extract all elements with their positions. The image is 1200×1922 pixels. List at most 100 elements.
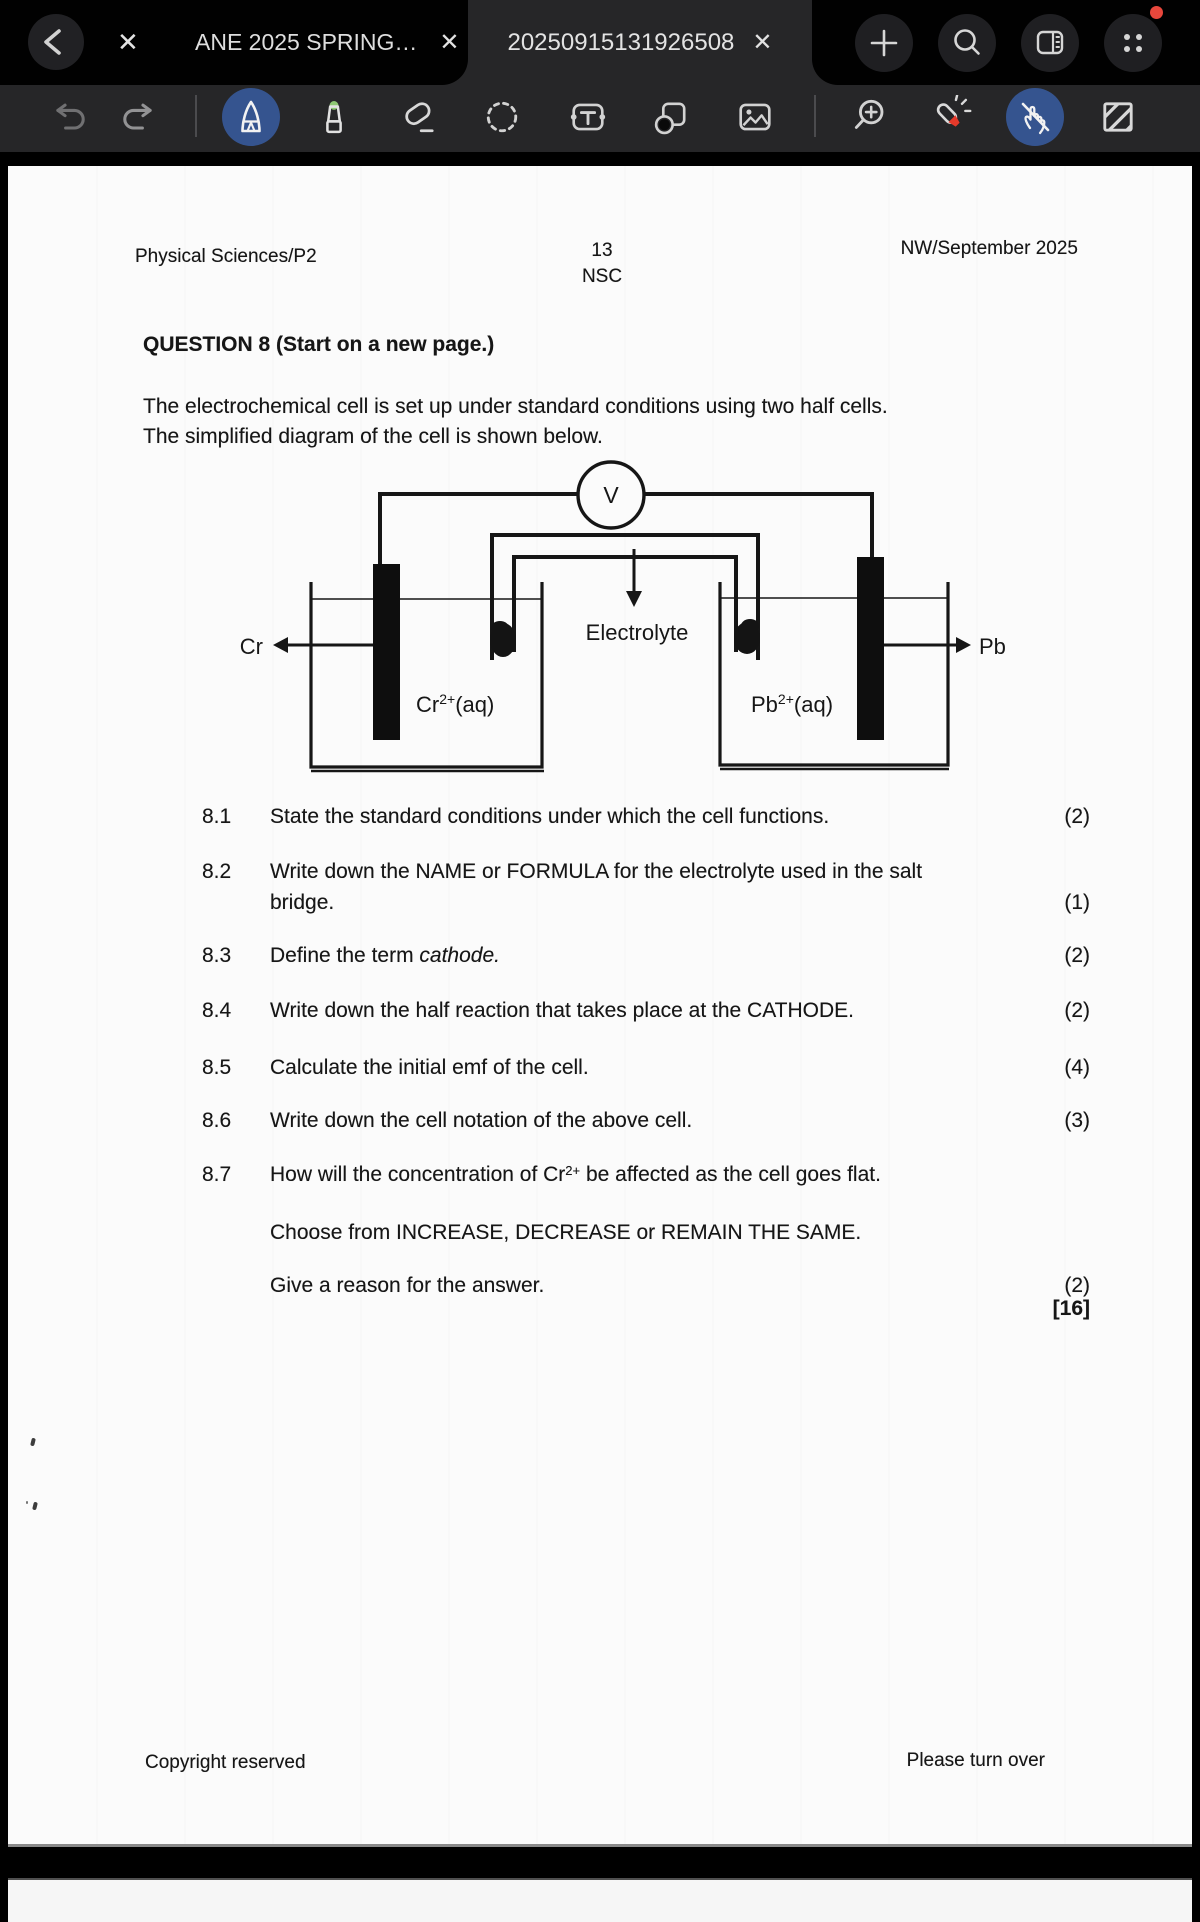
marks: (2) (1064, 805, 1090, 828)
question-text: Define the term cathode. (270, 944, 500, 967)
right-beaker (718, 582, 950, 767)
toolbar-divider (814, 95, 816, 137)
ink-speck (26, 1501, 28, 1504)
question-text: Choose from INCREASE, DECREASE or REMAIN… (270, 1221, 862, 1244)
laser-pointer-tool[interactable] (926, 92, 976, 142)
salt-bridge-outer (490, 533, 760, 660)
total-marks: [16] (1052, 1297, 1090, 1320)
tab-close-icon[interactable]: ✕ (439, 28, 460, 56)
shapes-tool[interactable] (646, 92, 696, 142)
next-page-edge (8, 1878, 1192, 1922)
marks: (2) (1064, 1274, 1090, 1297)
marks: (2) (1064, 944, 1090, 967)
pb-label: Pb (979, 634, 1006, 659)
footer-right: Please turn over (906, 1750, 1045, 1771)
electrochemical-cell-diagram: V Electrolyte Cr Pb Cr2+(aq) Pb2+(aq) (240, 460, 1006, 773)
reader-view-button[interactable] (1021, 14, 1079, 72)
hatch-pattern-icon (1103, 102, 1133, 132)
plus-icon (870, 29, 898, 57)
question-number: 8.3 (202, 944, 232, 967)
question-number: 8.6 (202, 1109, 232, 1132)
notification-badge (1150, 6, 1163, 19)
palm-rejection-tool-selected[interactable] (1006, 88, 1064, 146)
reader-view-icon (1036, 30, 1064, 55)
electrolyte-arrowhead (626, 591, 642, 607)
pb-arrowhead (956, 637, 971, 653)
eraser-tool[interactable] (394, 92, 444, 142)
superscript: 2+ (565, 1163, 581, 1178)
add-tab-button[interactable] (855, 14, 913, 72)
search-icon (954, 29, 980, 55)
question-text: Write down the NAME or FORMULA for the e… (270, 860, 923, 883)
tab-active[interactable]: 20250915131926508 ✕ (468, 0, 812, 85)
search-button[interactable] (938, 14, 996, 72)
insert-image-tool[interactable] (730, 92, 780, 142)
voltmeter (576, 460, 646, 530)
electrolyte-label: Electrolyte (586, 620, 689, 645)
left-beaker (309, 582, 544, 769)
cr-ion-label: Cr2+(aq) (416, 691, 494, 717)
document-page[interactable] (8, 166, 1192, 1847)
app-grid-button[interactable] (1104, 14, 1162, 72)
toolbar-divider (195, 95, 197, 137)
italic-term: cathode. (419, 944, 500, 967)
undo-icon (56, 103, 85, 130)
redo-button[interactable] (113, 92, 163, 142)
cr-label: Cr (240, 634, 263, 659)
question-number: 8.4 (202, 999, 232, 1022)
footer-left: Copyright reserved (145, 1752, 306, 1773)
fountain-pen-icon (241, 100, 261, 133)
undo-button[interactable] (45, 92, 95, 142)
text-tool[interactable] (563, 92, 613, 142)
question-number: 8.7 (202, 1163, 232, 1186)
cotton-plugs (490, 619, 760, 657)
shapes-icon (654, 102, 686, 135)
question-text: How will the concentration of Cr2+ be af… (270, 1163, 881, 1186)
close-window-button[interactable]: ✕ (117, 27, 139, 57)
tab-label: ANE 2025 SPRING… (195, 29, 418, 55)
question-text: Write down the half reaction that takes … (270, 999, 855, 1022)
fountain-pen-tool-selected[interactable] (222, 88, 280, 146)
text-tool-icon (570, 103, 606, 131)
back-button[interactable] (28, 14, 84, 70)
app-grid-icon (1124, 34, 1142, 52)
question-title: QUESTION 8 (Start on a new page.) (143, 333, 495, 356)
salt-bridge-inner (512, 555, 738, 652)
back-chevron-icon (44, 29, 61, 55)
tab-close-icon[interactable]: ✕ (752, 28, 773, 56)
question-number: 8.1 (202, 805, 232, 828)
eraser-icon (405, 102, 434, 133)
page-pattern-tool[interactable] (1093, 92, 1143, 142)
voltmeter-label: V (603, 482, 619, 508)
intro-line-1: The electrochemical cell is set up under… (143, 395, 888, 418)
left-wire (378, 492, 578, 566)
marks: (4) (1064, 1056, 1090, 1079)
question-text: State the standard conditions under whic… (270, 805, 830, 828)
redo-icon (123, 103, 152, 130)
hand-disabled-icon (1021, 102, 1050, 135)
question-number: 8.5 (202, 1056, 232, 1079)
page-header-right: NW/September 2025 (900, 238, 1078, 259)
question-text: Calculate the initial emf of the cell. (270, 1056, 589, 1079)
cr-arrowhead (273, 637, 288, 653)
page-header-left: Physical Sciences/P2 (135, 246, 317, 267)
marker-pen-icon (326, 101, 342, 134)
page-number: 13 (591, 240, 613, 261)
tab-inactive[interactable]: ANE 2025 SPRING… ✕ (195, 0, 460, 85)
marks: (2) (1064, 999, 1090, 1022)
intro-line-2: The simplified diagram of the cell is sh… (143, 425, 603, 448)
marks: (1) (1064, 891, 1090, 914)
question-text: bridge. (270, 891, 335, 914)
magnifier-plus-icon (854, 99, 884, 129)
tab-label: 20250915131926508 (507, 28, 735, 56)
laser-pointer-icon (936, 95, 972, 127)
pb-ion-label: Pb2+(aq) (751, 691, 833, 717)
left-electrode (373, 564, 400, 740)
lasso-tool[interactable] (477, 92, 527, 142)
zoom-tool[interactable] (844, 92, 894, 142)
right-electrode (857, 557, 884, 740)
question-text: Write down the cell notation of the abov… (270, 1109, 693, 1132)
question-number: 8.2 (202, 860, 232, 883)
marker-pen-tool[interactable] (309, 92, 359, 142)
right-wire (644, 492, 874, 562)
